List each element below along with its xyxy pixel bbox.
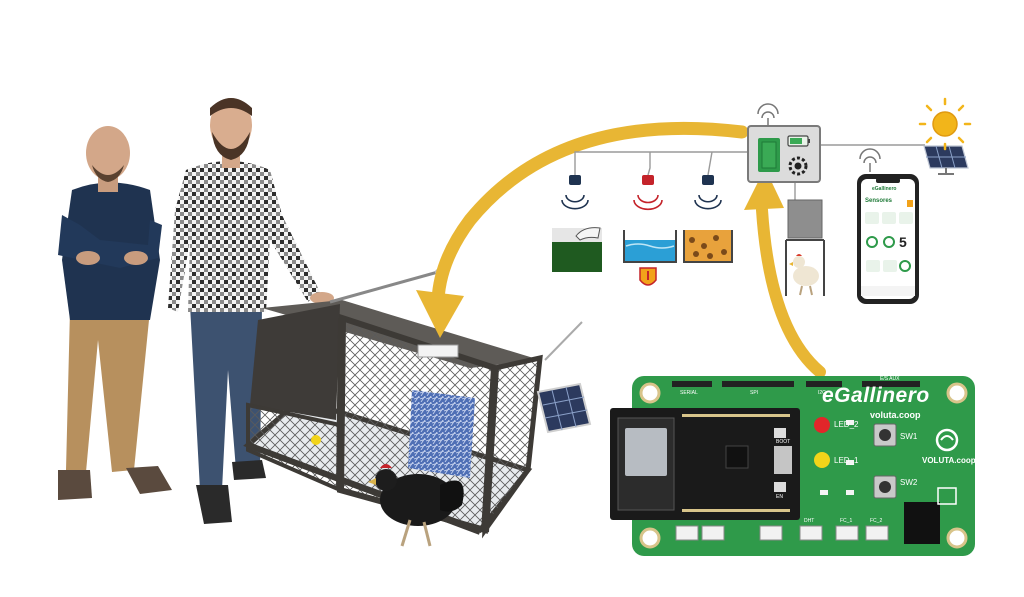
control-box — [747, 103, 821, 183]
pcb-voluta-logo: VOLUTA.coop — [922, 456, 976, 465]
battery-icon — [787, 135, 810, 147]
phone-section-title: Sensores — [865, 198, 893, 204]
hand-touch-icon — [575, 227, 601, 241]
pcb-sw2-label: SW2 — [900, 478, 918, 487]
pcb-brand: eGallinero — [822, 384, 930, 407]
curved-arrow-up — [744, 168, 826, 378]
automatic-door — [785, 199, 825, 296]
pcb-sw1-label: SW1 — [900, 432, 918, 441]
water-icon — [623, 230, 677, 263]
pcb-header-label: SPI — [750, 390, 759, 396]
pcb-bottom-label: FC_1 — [840, 518, 853, 524]
feed-icon — [683, 230, 733, 263]
pcb-header-label: SERIAL — [680, 390, 698, 396]
black-hen — [368, 464, 464, 547]
water-sensor — [623, 175, 677, 286]
shield-icon — [639, 267, 657, 286]
wifi-icon — [757, 103, 779, 126]
pcb-header-label: E/S AUX — [880, 376, 900, 382]
mini-solar-panel — [536, 382, 592, 434]
pcb-header-label: I2C — [818, 390, 826, 396]
person-right — [168, 98, 334, 524]
person-left — [58, 126, 172, 500]
phone-big-value: 5 — [899, 234, 907, 250]
smartphone — [857, 148, 919, 304]
pcb-led2-label: LED_2 — [834, 420, 859, 429]
pcb-en-label: EN — [776, 494, 783, 500]
curved-arrow-left — [416, 121, 749, 338]
solar-panel-icon — [923, 145, 969, 175]
chicken-coop — [243, 269, 592, 539]
pcb-brand-sub: voluta.coop — [870, 410, 921, 420]
sensor-wires — [574, 144, 925, 200]
pcb-bottom-label: DHT — [804, 518, 815, 524]
sun-icon — [918, 97, 972, 151]
gear-icon — [788, 156, 808, 176]
wifi-icon — [859, 148, 881, 172]
hen-icon — [789, 254, 819, 296]
phone-app-title: eGallinero — [872, 186, 897, 192]
feed-sensor — [683, 175, 733, 263]
egallinero-pcb — [610, 376, 975, 556]
presence-sensor — [552, 175, 602, 272]
pcb-boot-label: BOOT — [776, 439, 791, 445]
pcb-led1-label: LED_1 — [834, 456, 859, 465]
pcb-bottom-label: FC_2 — [870, 518, 883, 524]
